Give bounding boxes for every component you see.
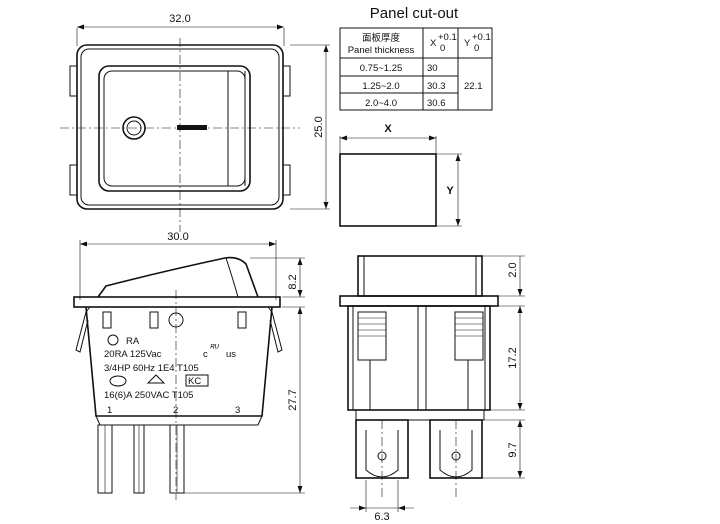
header-x: X [430, 38, 437, 49]
dim-top-height: 25.0 [313, 116, 325, 137]
kc-mark: KC [188, 376, 201, 387]
dim-body-height: 27.7 [287, 389, 299, 410]
dim-body-right: 17.2 [507, 347, 519, 368]
y-value: 22.1 [464, 81, 483, 92]
cert-ul-us: us [226, 349, 236, 360]
row2-thickness: 1.25~2.0 [362, 81, 399, 92]
row3-x: 30.6 [427, 98, 446, 109]
dim-flange: 2.0 [507, 262, 519, 277]
dim-rocker-height: 8.2 [287, 274, 299, 289]
header-y: Y [464, 38, 471, 49]
marking-line2: 3/4HP 60Hz 1E4 T105 [104, 363, 199, 374]
ul-mark: ᴿᵁ [210, 343, 219, 354]
front-view: 2.0 17.2 9.7 6.3 [339, 255, 525, 523]
row2-x: 30.3 [427, 81, 446, 92]
marking-line3: 16(6)A 250VAC T105 [104, 390, 193, 401]
dim-terminal-length: 9.7 [507, 442, 519, 457]
terminal-2: 2 [173, 405, 178, 416]
cutout-x-label: X [384, 123, 392, 135]
dim-side-width: 30.0 [167, 231, 188, 243]
row1-thickness: 0.75~1.25 [360, 63, 403, 74]
header-y-tol-lower: 0 [474, 43, 479, 54]
header-thickness-en: Panel thickness [348, 45, 415, 56]
top-view: 32.0 25.0 [60, 13, 330, 232]
cutout-y-label: Y [446, 185, 454, 197]
terminal-3: 3 [235, 405, 240, 416]
header-thickness-cn: 面板厚度 [362, 32, 401, 44]
panel-cutout-title: Panel cut-out [370, 5, 459, 22]
header-x-tol-lower: 0 [440, 43, 445, 54]
marking-line1: 20RA 125Vac [104, 349, 162, 360]
row3-thickness: 2.0~4.0 [365, 98, 397, 109]
dim-top-width: 32.0 [169, 13, 190, 25]
side-view: 30.0 RA 20RA 125Vac ᴿᵁ c us 3/4HP 60Hz 1… [73, 231, 305, 500]
panel-cutout-table: Panel cut-out 面板厚度 Panel thickness X +0.… [339, 5, 493, 111]
header-x-tol-upper: +0.1 [438, 32, 457, 43]
cutout-diagram: X Y [339, 123, 462, 227]
brand-ra: RA [126, 336, 140, 347]
dim-terminal-width: 6.3 [374, 511, 389, 523]
row1-x: 30 [427, 63, 438, 74]
header-y-tol-upper: +0.1 [472, 32, 491, 43]
cert-ul-c: c [203, 349, 208, 360]
terminal-1: 1 [107, 405, 112, 416]
